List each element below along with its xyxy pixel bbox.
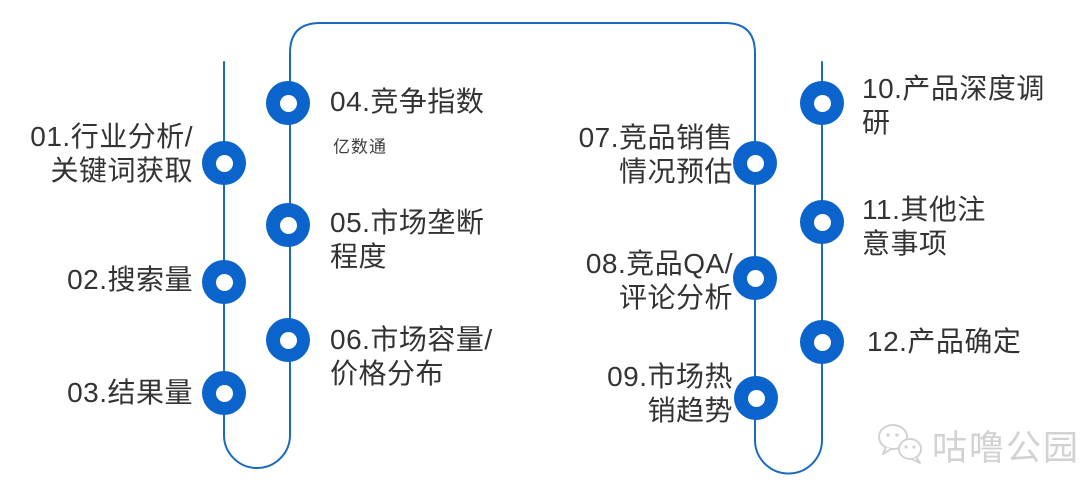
- step-node-06: [266, 318, 310, 362]
- step-node-01: [202, 141, 246, 185]
- step-node-10: [800, 81, 844, 125]
- step-label-02: 02.搜索量: [67, 263, 193, 295]
- step-node-11: [800, 200, 844, 244]
- step-node-03: [202, 371, 246, 415]
- step-04-sublabel: 亿数通: [333, 137, 387, 157]
- step-node-12: [800, 320, 844, 364]
- step-label-06: 06.市场容量/ 价格分布: [330, 323, 493, 389]
- step-label-10: 10.产品深度调 研: [862, 72, 1045, 138]
- step-node-08: [733, 256, 777, 300]
- wechat-icon: [876, 421, 924, 470]
- step-node-07: [733, 141, 777, 185]
- step-node-02: [202, 260, 246, 304]
- step-node-05: [266, 203, 310, 247]
- step-label-09: 09.市场热 销趋势: [607, 360, 733, 426]
- step-label-03: 03.结果量: [67, 376, 193, 408]
- step-label-07: 07.竞品销售 情况预估: [578, 121, 733, 187]
- step-label-11: 11.其他注 意事项: [862, 193, 986, 259]
- watermark: 咕噜公园: [876, 420, 1080, 471]
- step-label-05: 05.市场垄断 程度: [330, 206, 485, 272]
- watermark-text: 咕噜公园: [932, 429, 1080, 468]
- step-node-04: [266, 81, 310, 125]
- step-label-12: 12.产品确定: [867, 325, 1022, 357]
- step-label-01: 01.行业分析/ 关键词获取: [30, 120, 193, 186]
- step-label-04: 04.竞争指数: [330, 85, 485, 117]
- step-node-09: [734, 376, 778, 420]
- step-label-08: 08.竞品QA/ 评论分析: [585, 247, 733, 313]
